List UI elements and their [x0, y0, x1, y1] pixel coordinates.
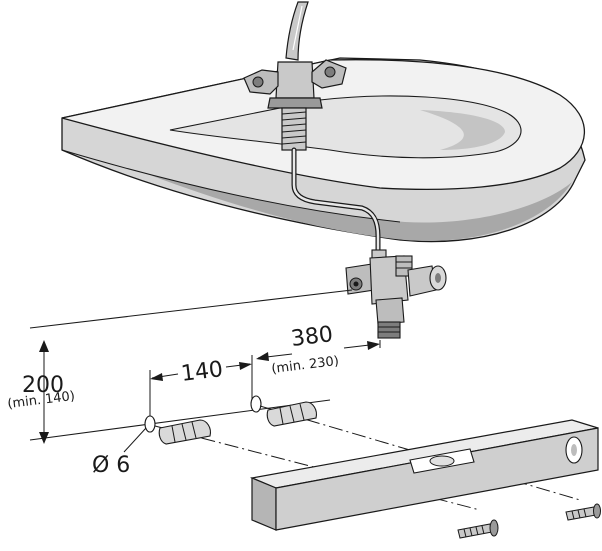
screw-right: [565, 503, 601, 521]
faucet: [243, 1, 347, 151]
screw-left: [457, 519, 499, 539]
diameter-label: Ø 6: [92, 453, 130, 478]
threaded-shank: [281, 107, 307, 151]
valve-unit: [345, 249, 447, 339]
dim-140-label: 140: [180, 357, 225, 387]
dim-380-label: 380: [290, 322, 335, 352]
drill-hole-left: [144, 415, 156, 433]
spirit-level: [249, 419, 599, 531]
dim-380-min-label: (min. 230): [271, 354, 340, 377]
sink-basin: [61, 57, 586, 243]
dim-200-label: 200: [22, 373, 64, 398]
dimension-lines: [29, 289, 581, 511]
wall-plug-left: [158, 419, 211, 445]
drill-hole-right: [250, 395, 262, 413]
wall-plug-right: [266, 401, 317, 427]
dim-200-min-label: (min. 140): [7, 389, 76, 412]
